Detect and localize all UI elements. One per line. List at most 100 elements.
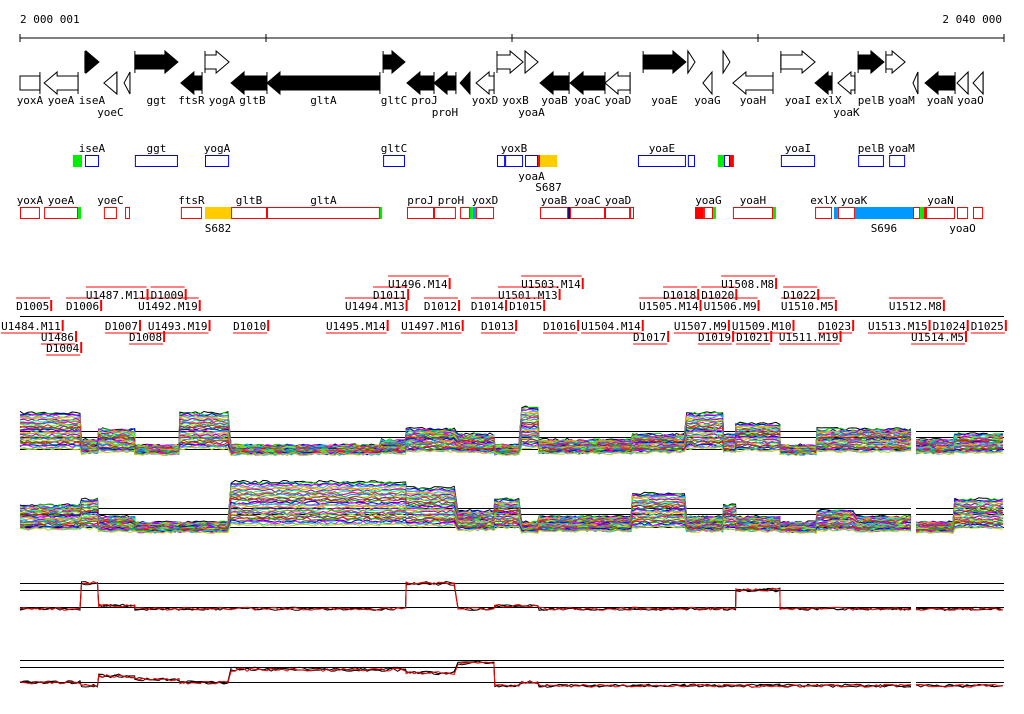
region-boundary-tick	[727, 320, 730, 331]
gene-arrow-yoeC	[103, 70, 118, 96]
region-boundary-tick	[839, 331, 842, 342]
gene-arrow	[912, 71, 919, 95]
gene-arrow-yoxA	[19, 75, 41, 91]
operon-box	[84, 155, 99, 167]
region-label: D1021	[736, 331, 769, 344]
gene-arrow-yoaK	[837, 70, 856, 96]
operon-label: yoaN	[927, 194, 954, 207]
gene-arrow-yoxD	[475, 70, 495, 96]
region-boundary-tick	[641, 320, 644, 331]
region-label: D1015	[509, 300, 542, 313]
operon-box	[78, 207, 82, 219]
region-label: U1508.M8	[721, 278, 774, 291]
gene-arrow	[459, 70, 471, 96]
operon-label: gltA	[310, 194, 337, 207]
gene-label: yoaA	[518, 106, 545, 119]
region-boundary-tick	[757, 300, 760, 311]
operon-box	[729, 155, 734, 167]
ruler-start-label: 2 000 001	[20, 13, 80, 26]
region-boundary-tick	[928, 320, 931, 331]
region-label: U1495.M14	[326, 320, 386, 333]
region-boundary-tick	[852, 320, 855, 331]
region-boundary-tick	[834, 300, 837, 311]
operon-box	[180, 207, 203, 219]
gene-arrow-yoaG	[702, 70, 713, 96]
region-boundary-tick	[558, 289, 561, 300]
gene-label: yoaE	[651, 94, 678, 107]
region-boundary-tick	[735, 289, 738, 300]
expression-trace	[19, 418, 1003, 451]
gene-label: yoaC	[574, 94, 601, 107]
gene-label: yoxD	[472, 94, 499, 107]
expression-trace	[19, 580, 1003, 611]
gene-label: yoeC	[97, 106, 124, 119]
operon-box	[525, 155, 539, 167]
gene-arrow-gltB	[230, 70, 268, 96]
operon-label: gltC	[381, 142, 408, 155]
operon-box	[266, 207, 380, 219]
gene-arrow-yoaD	[604, 70, 631, 96]
operon-box	[204, 207, 232, 219]
gene-arrow-gltA	[266, 70, 381, 96]
gene-arrow-yoaE	[642, 49, 687, 75]
region-boundary-tick	[407, 289, 410, 300]
operon-box	[383, 155, 405, 167]
data-gap	[911, 492, 916, 540]
region-boundary-tick	[697, 289, 700, 300]
operon-box	[858, 155, 884, 167]
operon-box	[103, 207, 117, 219]
region-boundary-tick	[966, 320, 969, 331]
operon-box	[815, 207, 833, 219]
operon-label: exlX	[810, 194, 837, 207]
region-label: D1008	[129, 331, 162, 344]
operon-label: S682	[205, 222, 232, 235]
operon-box	[505, 155, 524, 167]
gene-label: yoxB	[502, 94, 529, 107]
region-boundary-tick	[184, 289, 187, 300]
region-label: D1017	[633, 331, 666, 344]
ruler-end-label: 2 040 000	[942, 13, 1002, 26]
operon-box	[724, 155, 730, 167]
operon-box	[926, 207, 956, 219]
region-label: U1496.M14	[388, 278, 448, 291]
region-label: D1016	[543, 320, 576, 333]
operon-box	[125, 207, 130, 219]
data-gap	[911, 595, 916, 618]
operon-box	[134, 155, 178, 167]
operon-box	[472, 207, 477, 219]
operon-box	[712, 207, 716, 219]
region-label: U1494.M13	[345, 300, 405, 313]
operon-box	[538, 155, 541, 167]
operon-box	[379, 207, 383, 219]
operon-label: proH	[438, 194, 465, 207]
region-boundary-tick	[458, 300, 461, 311]
region-boundary-tick	[732, 331, 735, 342]
expression-trace	[19, 445, 1003, 457]
gene-arrow-ggt	[134, 49, 179, 75]
region-boundary-tick	[100, 300, 103, 311]
operon-label: iseA	[79, 142, 106, 155]
gene-arrow	[687, 49, 696, 75]
gene-label: pelB	[858, 94, 885, 107]
gene-label: yoeA	[48, 94, 75, 107]
operon-box	[44, 207, 79, 219]
gene-label: yoaN	[927, 94, 954, 107]
region-boundary-tick	[461, 320, 464, 331]
operon-box	[687, 155, 696, 167]
region-boundary-tick	[405, 300, 408, 311]
operon-box	[630, 207, 635, 219]
operon-box	[469, 207, 473, 219]
operon-label: yogA	[204, 142, 231, 155]
region-label: U1487.M11	[86, 289, 146, 302]
gene-label: yoaD	[605, 94, 632, 107]
region-boundary-tick	[505, 300, 508, 311]
region-boundary-tick	[163, 331, 166, 342]
region-label: D1007	[105, 320, 138, 333]
region-label: U1497.M16	[401, 320, 461, 333]
region-label: U1493.M19	[148, 320, 208, 333]
operon-label: yoaH	[740, 194, 767, 207]
operon-box	[773, 207, 776, 219]
operon-box	[406, 207, 435, 219]
